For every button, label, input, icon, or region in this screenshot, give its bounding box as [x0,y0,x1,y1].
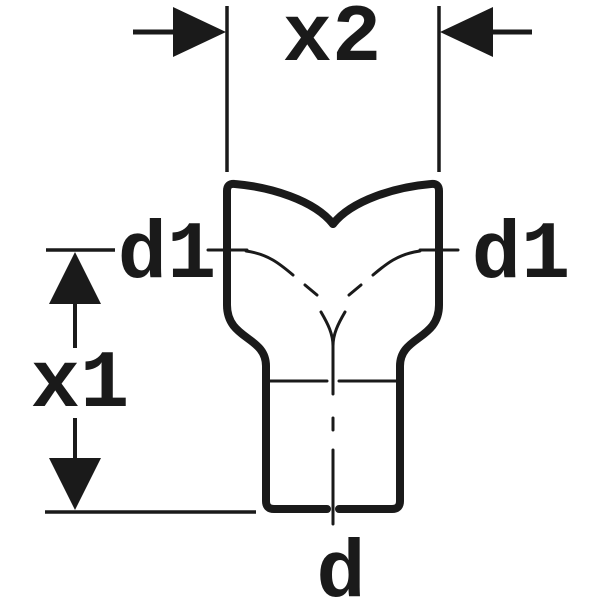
x2-label: x2 [283,0,381,85]
branch-inner-curve-left [244,249,295,277]
dimension-x2: x2 [133,0,532,172]
branch-inner-dash-left [303,283,319,297]
x2-arrowhead-right-icon [440,7,493,57]
waterway-y-right [331,310,347,348]
branch-inner-dash-right [347,283,363,297]
dimension-x1: x1 [31,248,256,514]
d-label: d [316,528,365,600]
x1-arrowhead-down-icon [49,458,101,510]
d1-right-label: d1 [472,209,570,302]
branch-inner-curve-right [371,249,422,277]
x2-arrowhead-left-icon [173,7,226,57]
fitting-outline [223,179,443,513]
fitting-outline-left [223,179,337,513]
dimension-d1-left: d1 [118,209,249,302]
d1-left-label: d1 [118,209,216,302]
x1-arrowhead-up-icon [49,252,101,304]
x1-label: x1 [31,338,129,431]
dimension-d1-right: d1 [418,209,570,302]
inner-contours [244,249,422,383]
waterway-y-left [319,310,335,348]
fitting-outline-right [329,179,443,513]
